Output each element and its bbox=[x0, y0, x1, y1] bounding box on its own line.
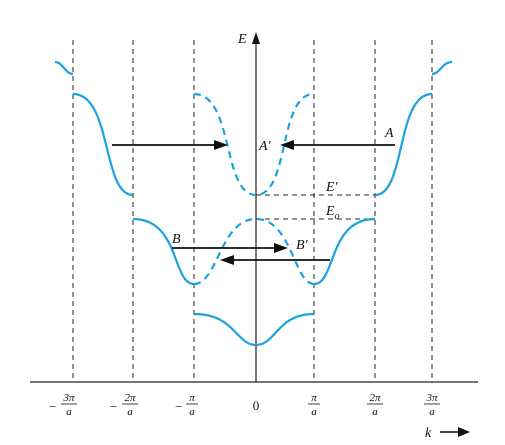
band-3-right bbox=[374, 92, 433, 197]
svg-text:π: π bbox=[311, 392, 317, 404]
svg-text:−: − bbox=[49, 399, 56, 414]
band-4-left bbox=[54, 60, 74, 76]
svg-text:a: a bbox=[189, 406, 195, 418]
energy-axis-arrowhead bbox=[252, 32, 260, 44]
band-4-right bbox=[431, 60, 453, 76]
svg-text:a: a bbox=[66, 406, 72, 418]
label-e-prime: E′ bbox=[325, 180, 339, 195]
label-k-axis: k bbox=[425, 426, 432, 441]
svg-text:3π: 3π bbox=[425, 392, 438, 404]
label-e-o-main: E bbox=[325, 204, 335, 219]
label-e-o-sub: o bbox=[335, 211, 340, 222]
svg-text:2π: 2π bbox=[369, 392, 381, 404]
band-2-right bbox=[313, 217, 376, 286]
label-b: B bbox=[172, 232, 181, 247]
k-direction-arrowhead bbox=[458, 427, 470, 437]
svg-text:a: a bbox=[372, 406, 378, 418]
arrow-a-to-a-prime-head bbox=[280, 140, 294, 150]
band-1 bbox=[193, 312, 315, 347]
arrow-b-to-b-prime-head bbox=[274, 243, 288, 253]
band-3-reduced bbox=[193, 92, 315, 197]
band-2-left bbox=[132, 217, 195, 286]
svg-text:a: a bbox=[429, 406, 435, 418]
label-a: A bbox=[384, 126, 394, 141]
svg-text:π: π bbox=[189, 392, 195, 404]
label-energy-axis: E bbox=[237, 32, 247, 47]
svg-text:3π: 3π bbox=[62, 392, 75, 404]
tick-neg2: − 2π a bbox=[110, 392, 138, 418]
tick-pos3: 3π a bbox=[424, 392, 440, 418]
svg-text:a: a bbox=[127, 406, 133, 418]
tick-pos1: π a bbox=[308, 392, 320, 418]
tick-neg3: − 3π a bbox=[49, 392, 77, 418]
label-b-prime: B′ bbox=[296, 238, 309, 253]
svg-text:−: − bbox=[110, 399, 117, 414]
tick-neg1: − π a bbox=[175, 392, 198, 418]
band-2-reduced bbox=[193, 217, 315, 286]
label-e-o: Eo bbox=[325, 204, 340, 222]
svg-text:−: − bbox=[175, 399, 182, 414]
label-a-prime: A′ bbox=[258, 139, 272, 154]
arrow-right-to-center-head bbox=[220, 255, 234, 265]
band-3-left bbox=[72, 92, 134, 197]
tick-zero: 0 bbox=[253, 398, 260, 413]
svg-text:a: a bbox=[311, 406, 317, 418]
svg-text:2π: 2π bbox=[124, 392, 136, 404]
tick-pos2: 2π a bbox=[367, 392, 383, 418]
arrow-left-to-center-head bbox=[214, 140, 228, 150]
